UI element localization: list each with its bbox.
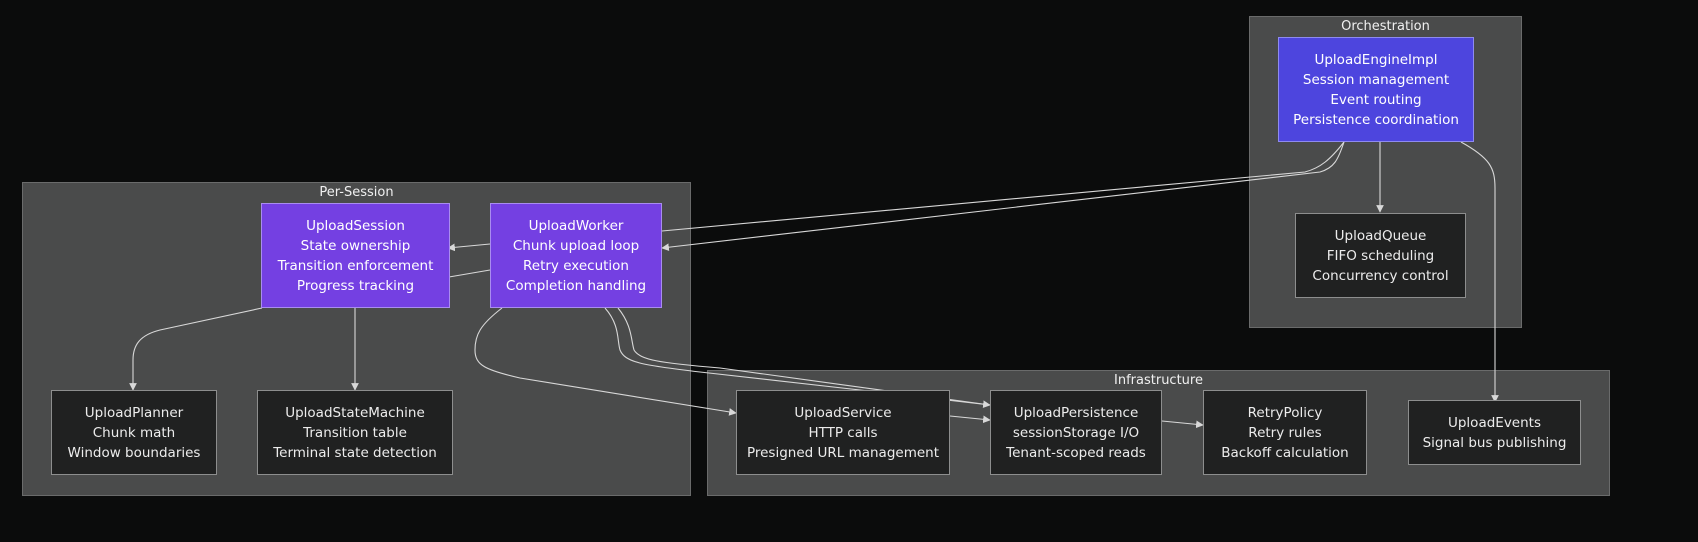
edge-engine-to-worker bbox=[661, 141, 1345, 252]
cluster-title-orchestration: Orchestration bbox=[1341, 19, 1430, 34]
edge-worker-to-service bbox=[474, 307, 737, 416]
edge-session-to-worker bbox=[448, 269, 491, 278]
node-line: Terminal state detection bbox=[273, 444, 437, 461]
node-line: Presigned URL management bbox=[746, 444, 940, 461]
cluster-title-infrastructure: Infrastructure bbox=[1114, 373, 1203, 388]
node-upload-session[interactable]: UploadSession State ownership Transition… bbox=[261, 203, 450, 308]
node-line: Signal bus publishing bbox=[1422, 434, 1567, 451]
cluster-title-per-session: Per-Session bbox=[319, 185, 394, 200]
node-upload-service[interactable]: UploadService HTTP calls Presigned URL m… bbox=[736, 390, 950, 475]
node-title: UploadWorker bbox=[528, 217, 624, 234]
node-upload-queue[interactable]: UploadQueue FIFO scheduling Concurrency … bbox=[1295, 213, 1466, 298]
edge-persistence-to-retrypolicy bbox=[1161, 420, 1204, 429]
node-line: Retry rules bbox=[1248, 424, 1322, 441]
node-upload-persistence[interactable]: UploadPersistence sessionStorage I/O Ten… bbox=[990, 390, 1162, 475]
node-title: UploadService bbox=[794, 404, 892, 421]
edge-worker-to-session bbox=[447, 243, 491, 252]
node-line: Window boundaries bbox=[67, 444, 201, 461]
edge-worker-to-retrypolicy bbox=[617, 307, 991, 406]
node-line: HTTP calls bbox=[808, 424, 878, 441]
edge-engine-to-events bbox=[1460, 141, 1499, 403]
node-title: RetryPolicy bbox=[1247, 404, 1323, 421]
node-line: Progress tracking bbox=[296, 277, 415, 294]
node-title: UploadPersistence bbox=[1013, 404, 1139, 421]
node-title: UploadEngineImpl bbox=[1314, 51, 1438, 68]
node-line: Retry execution bbox=[523, 257, 629, 274]
edge-engine-to-session bbox=[661, 141, 1345, 232]
node-retry-policy[interactable]: RetryPolicy Retry rules Backoff calculat… bbox=[1203, 390, 1367, 475]
edge-session-to-planner bbox=[129, 307, 263, 391]
node-title: UploadSession bbox=[306, 217, 405, 234]
node-line: Transition enforcement bbox=[277, 257, 434, 274]
node-upload-worker[interactable]: UploadWorker Chunk upload loop Retry exe… bbox=[490, 203, 662, 308]
node-line: sessionStorage I/O bbox=[1012, 424, 1140, 441]
node-line: Transition table bbox=[303, 424, 407, 441]
node-line: State ownership bbox=[300, 237, 411, 254]
node-title: UploadQueue bbox=[1334, 227, 1427, 244]
node-upload-state-machine[interactable]: UploadStateMachine Transition table Term… bbox=[257, 390, 453, 475]
node-line: Backoff calculation bbox=[1221, 444, 1349, 461]
node-line: FIFO scheduling bbox=[1326, 247, 1435, 264]
node-line: Persistence coordination bbox=[1293, 111, 1459, 128]
node-line: Tenant-scoped reads bbox=[1006, 444, 1146, 461]
node-line: Completion handling bbox=[505, 277, 647, 294]
node-upload-planner[interactable]: UploadPlanner Chunk math Window boundari… bbox=[51, 390, 217, 475]
node-title: UploadEvents bbox=[1447, 414, 1541, 431]
node-title: UploadPlanner bbox=[84, 404, 184, 421]
node-line: Chunk math bbox=[92, 424, 176, 441]
edge-worker-to-persistence bbox=[604, 307, 991, 409]
node-line: Event routing bbox=[1330, 91, 1422, 108]
node-upload-events[interactable]: UploadEvents Signal bus publishing bbox=[1408, 400, 1581, 465]
node-upload-engine-impl[interactable]: UploadEngineImpl Session management Even… bbox=[1278, 37, 1474, 142]
node-line: Concurrency control bbox=[1312, 267, 1449, 284]
edge-service-to-persistence bbox=[949, 415, 991, 424]
node-title: UploadStateMachine bbox=[285, 404, 425, 421]
node-line: Chunk upload loop bbox=[512, 237, 640, 254]
node-line: Session management bbox=[1302, 71, 1450, 88]
